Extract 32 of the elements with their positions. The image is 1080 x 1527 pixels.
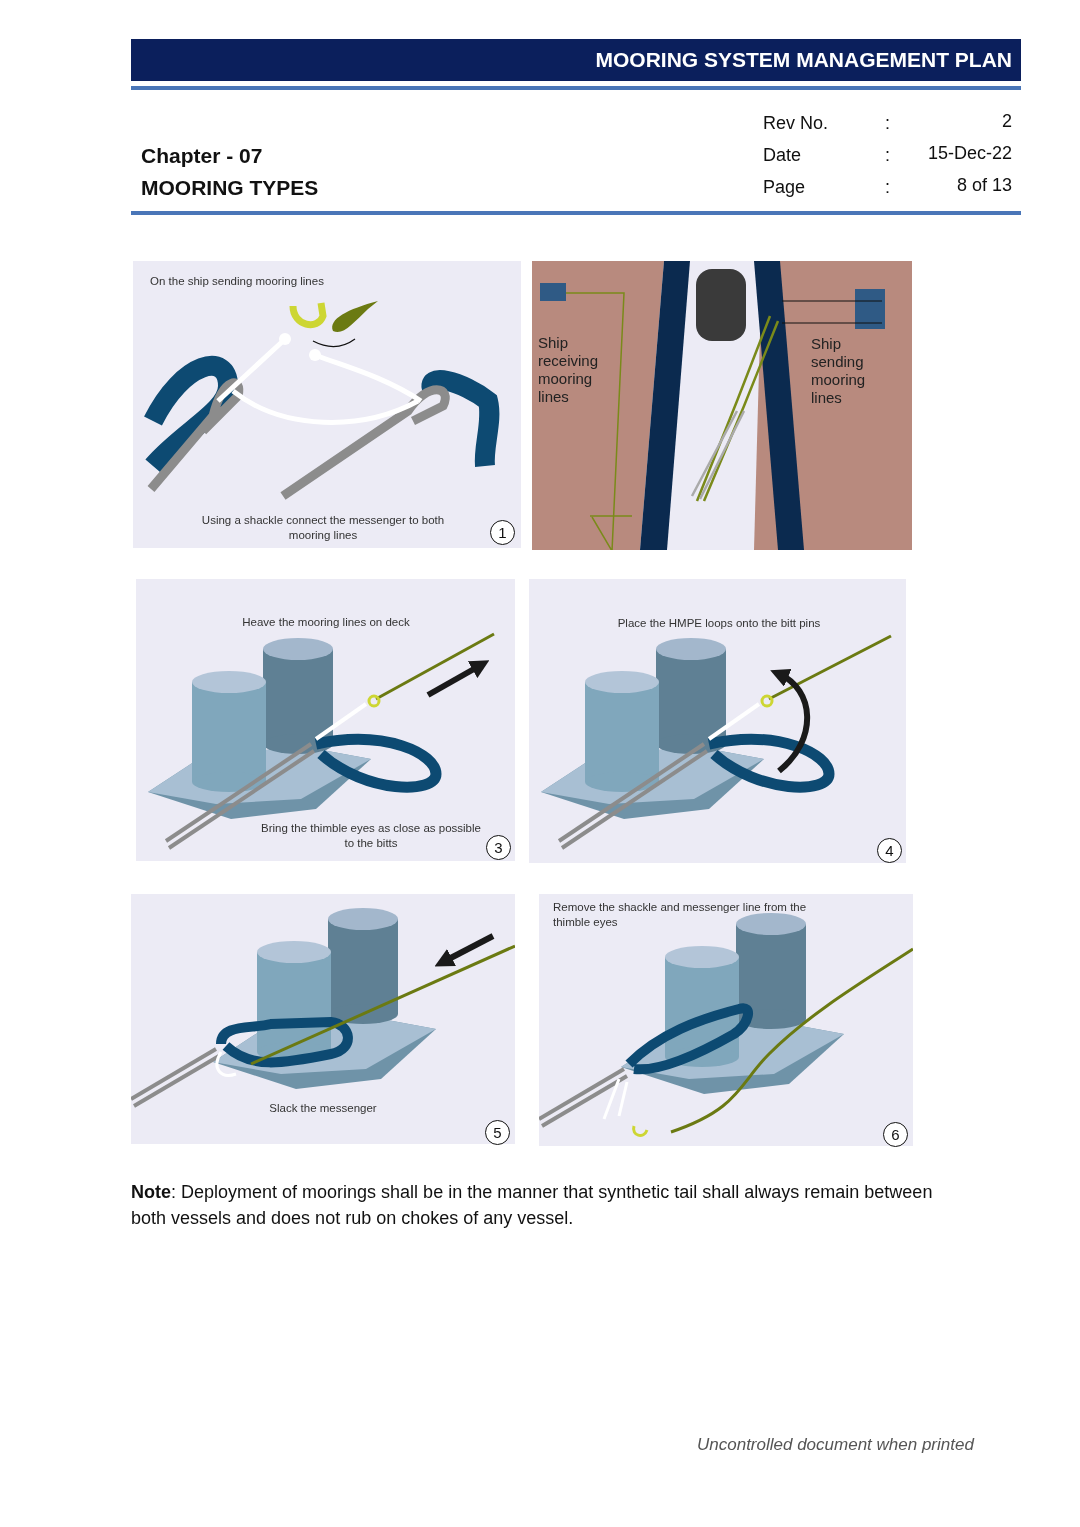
panel-caption: Bring the thimble eyes as close as possible to the bitts [261, 821, 481, 851]
panel-caption: Remove the shackle and messenger line from the thimble eyes [553, 900, 808, 930]
illustration-panel [136, 579, 515, 861]
illustration-panel [529, 579, 906, 863]
document-title: MOORING SYSTEM MANAGEMENT PLAN [595, 48, 1012, 72]
panel-caption: Heave the mooring lines on deck [241, 615, 411, 630]
chapter-heading: MOORING TYPES [141, 176, 319, 200]
separator: : [885, 113, 890, 134]
chapter-heading: Chapter - 07 [141, 144, 263, 168]
panel-caption: Ship receiving mooring lines [538, 334, 600, 406]
panel-caption: Slack the messenger [268, 1101, 378, 1116]
note-text: Note: Deployment of moorings shall be in the manner that synthetic tail shall always remain between both vessels and does not rub on chokes of any vessel. [131, 1181, 934, 1231]
field-label: Date [763, 145, 802, 166]
field-label: Page [763, 177, 806, 198]
step-number: 4 [877, 838, 902, 863]
field-value: 8 of 13 [956, 175, 1012, 196]
panel-caption: Ship sending mooring lines [811, 335, 867, 407]
panel-caption: On the ship sending mooring lines [150, 274, 325, 289]
field-value: 2 [1002, 111, 1012, 132]
illustration-panel [133, 261, 521, 548]
step-number: 6 [883, 1122, 908, 1147]
field-label: Rev No. [763, 113, 829, 134]
step-number: 3 [486, 835, 511, 860]
panel-caption: Place the HMPE loops onto the bitt pins [616, 616, 822, 631]
step-number: 1 [490, 520, 515, 545]
separator: : [885, 177, 890, 198]
separator: : [885, 145, 890, 166]
illustration-panel [131, 894, 515, 1144]
footer-text: Uncontrolled document when printed [697, 1435, 974, 1455]
step-number: 5 [485, 1120, 510, 1145]
field-value: 15-Dec-22 [927, 143, 1012, 164]
panel-caption: Using a shackle connect the messenger to both mooring lines [200, 513, 446, 543]
